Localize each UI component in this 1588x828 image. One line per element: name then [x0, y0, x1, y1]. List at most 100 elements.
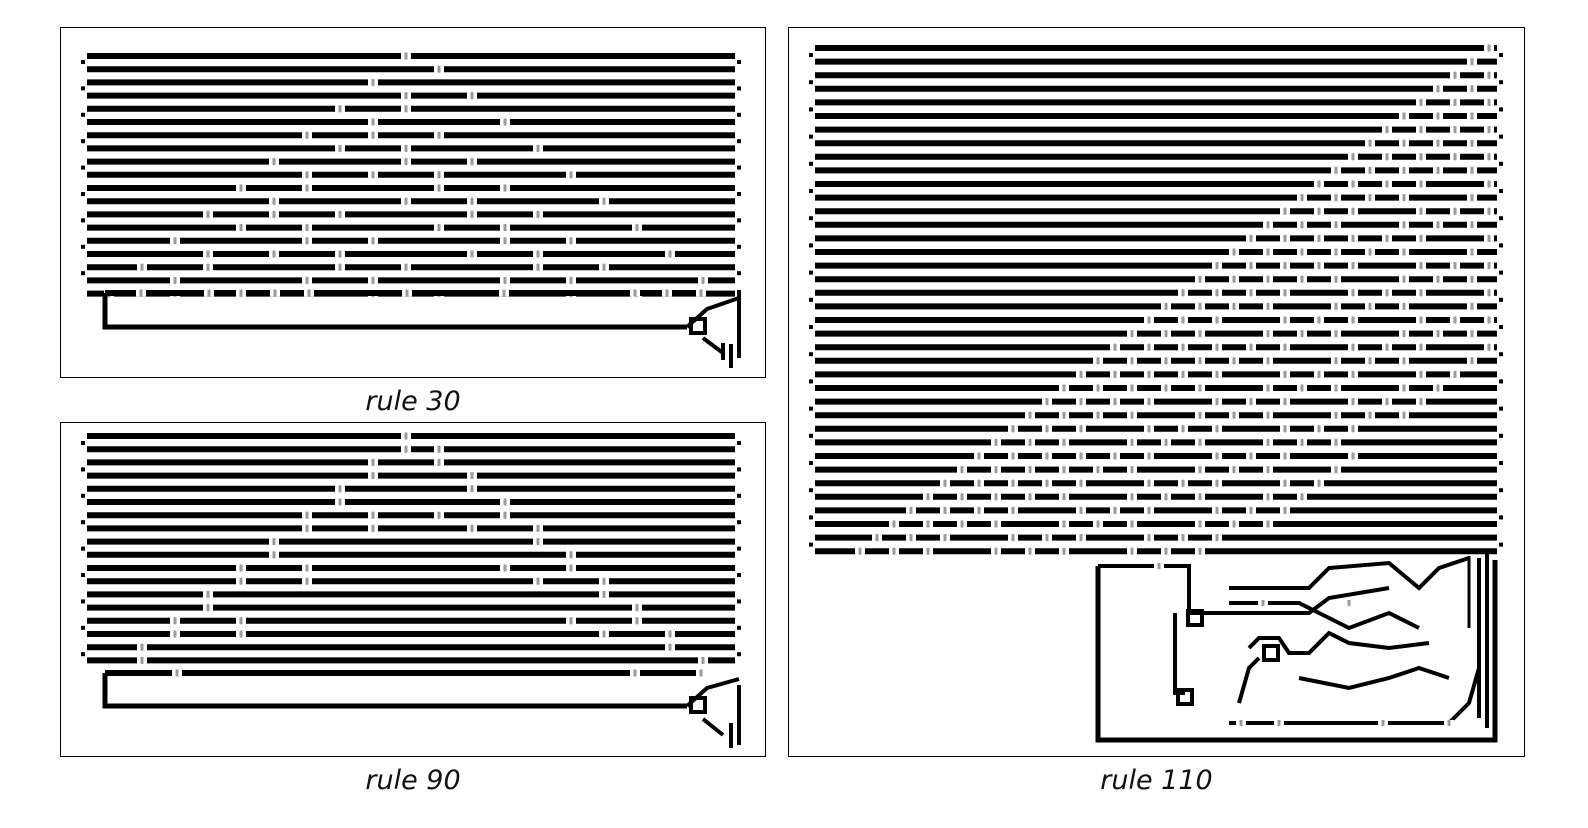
junction	[1215, 343, 1219, 351]
wire-stub	[81, 218, 85, 223]
junction	[1215, 479, 1219, 487]
junction	[1402, 357, 1406, 365]
wire-stub	[737, 573, 741, 577]
junction	[1283, 343, 1287, 351]
junction	[1385, 398, 1389, 406]
junction	[569, 171, 573, 179]
junction	[1317, 234, 1321, 242]
junction	[1096, 520, 1100, 528]
junction	[1198, 330, 1202, 338]
wire-stub	[737, 625, 741, 630]
junction	[1198, 357, 1202, 365]
junction	[1351, 207, 1355, 215]
junction	[1300, 221, 1304, 229]
junction	[1232, 302, 1236, 310]
wire-stub	[809, 243, 813, 248]
junction	[602, 263, 606, 271]
junction	[1447, 720, 1451, 726]
junction	[1470, 248, 1474, 256]
junction	[909, 506, 913, 514]
junction	[960, 520, 964, 528]
junction	[1470, 58, 1474, 66]
junction	[470, 485, 474, 493]
cell-node	[689, 317, 707, 335]
junction	[536, 263, 540, 271]
junction	[1147, 506, 1151, 514]
junction	[1419, 262, 1423, 270]
junction	[1266, 330, 1270, 338]
junction	[1249, 289, 1253, 297]
rule-110-wiring-diagram	[809, 44, 1503, 743]
junction	[371, 171, 375, 179]
junction	[892, 520, 896, 528]
junction	[305, 171, 309, 179]
junction	[960, 493, 964, 501]
junction	[503, 276, 507, 284]
wire-stub	[1499, 297, 1503, 302]
control-wire	[1098, 564, 1195, 615]
junction	[1453, 98, 1457, 106]
junction	[1232, 357, 1236, 365]
rule-90-caption: rule 90	[365, 765, 461, 796]
junction	[1079, 425, 1083, 433]
cell-node	[1186, 609, 1204, 627]
junction	[338, 105, 342, 113]
junction	[272, 538, 276, 546]
junction	[470, 472, 474, 480]
junction	[338, 144, 342, 152]
control-wire	[1229, 667, 1481, 725]
junction	[371, 472, 375, 480]
junction	[1164, 384, 1168, 392]
wire-stub	[809, 80, 813, 85]
junction	[1487, 343, 1491, 351]
wire-stub	[737, 165, 741, 170]
wire-stub	[737, 441, 741, 445]
junction	[305, 224, 309, 232]
junction	[371, 276, 375, 284]
junction	[994, 493, 998, 501]
junction	[1011, 479, 1015, 487]
junction	[272, 197, 276, 205]
junction	[371, 131, 375, 139]
control-wire	[1173, 613, 1185, 695]
junction	[1181, 534, 1185, 542]
junction	[1215, 289, 1219, 297]
junction	[977, 506, 981, 514]
junction	[239, 564, 243, 572]
wire-stub	[81, 546, 85, 551]
junction	[1198, 411, 1202, 419]
rule-110-caption: rule 110	[1100, 765, 1213, 796]
junction	[1266, 411, 1270, 419]
junction	[338, 498, 342, 506]
junction	[1215, 452, 1219, 460]
junction	[404, 52, 408, 60]
junction	[1317, 370, 1321, 378]
junction	[926, 547, 930, 555]
junction	[569, 237, 573, 245]
junction	[943, 479, 947, 487]
wire-stub	[809, 216, 813, 221]
wire-stub	[1499, 352, 1503, 357]
junction	[1215, 370, 1219, 378]
junction	[1402, 139, 1406, 147]
junction	[272, 158, 276, 166]
junction	[404, 92, 408, 100]
junction	[1147, 479, 1151, 487]
junction	[1198, 438, 1202, 446]
rule-30-circuit-panel	[60, 27, 766, 378]
junction	[1198, 520, 1202, 528]
junction	[1215, 425, 1219, 433]
wire-stub	[809, 379, 813, 384]
junction	[1198, 466, 1202, 474]
wire-stub	[81, 244, 85, 249]
junction	[1283, 370, 1287, 378]
wire-stub	[81, 441, 85, 445]
junction	[1147, 425, 1151, 433]
wire-stub	[81, 165, 85, 170]
junction	[1283, 289, 1287, 297]
junction	[1402, 330, 1406, 338]
junction	[1334, 357, 1338, 365]
junction	[536, 538, 540, 546]
junction	[536, 577, 540, 585]
wire-stub	[737, 652, 741, 657]
